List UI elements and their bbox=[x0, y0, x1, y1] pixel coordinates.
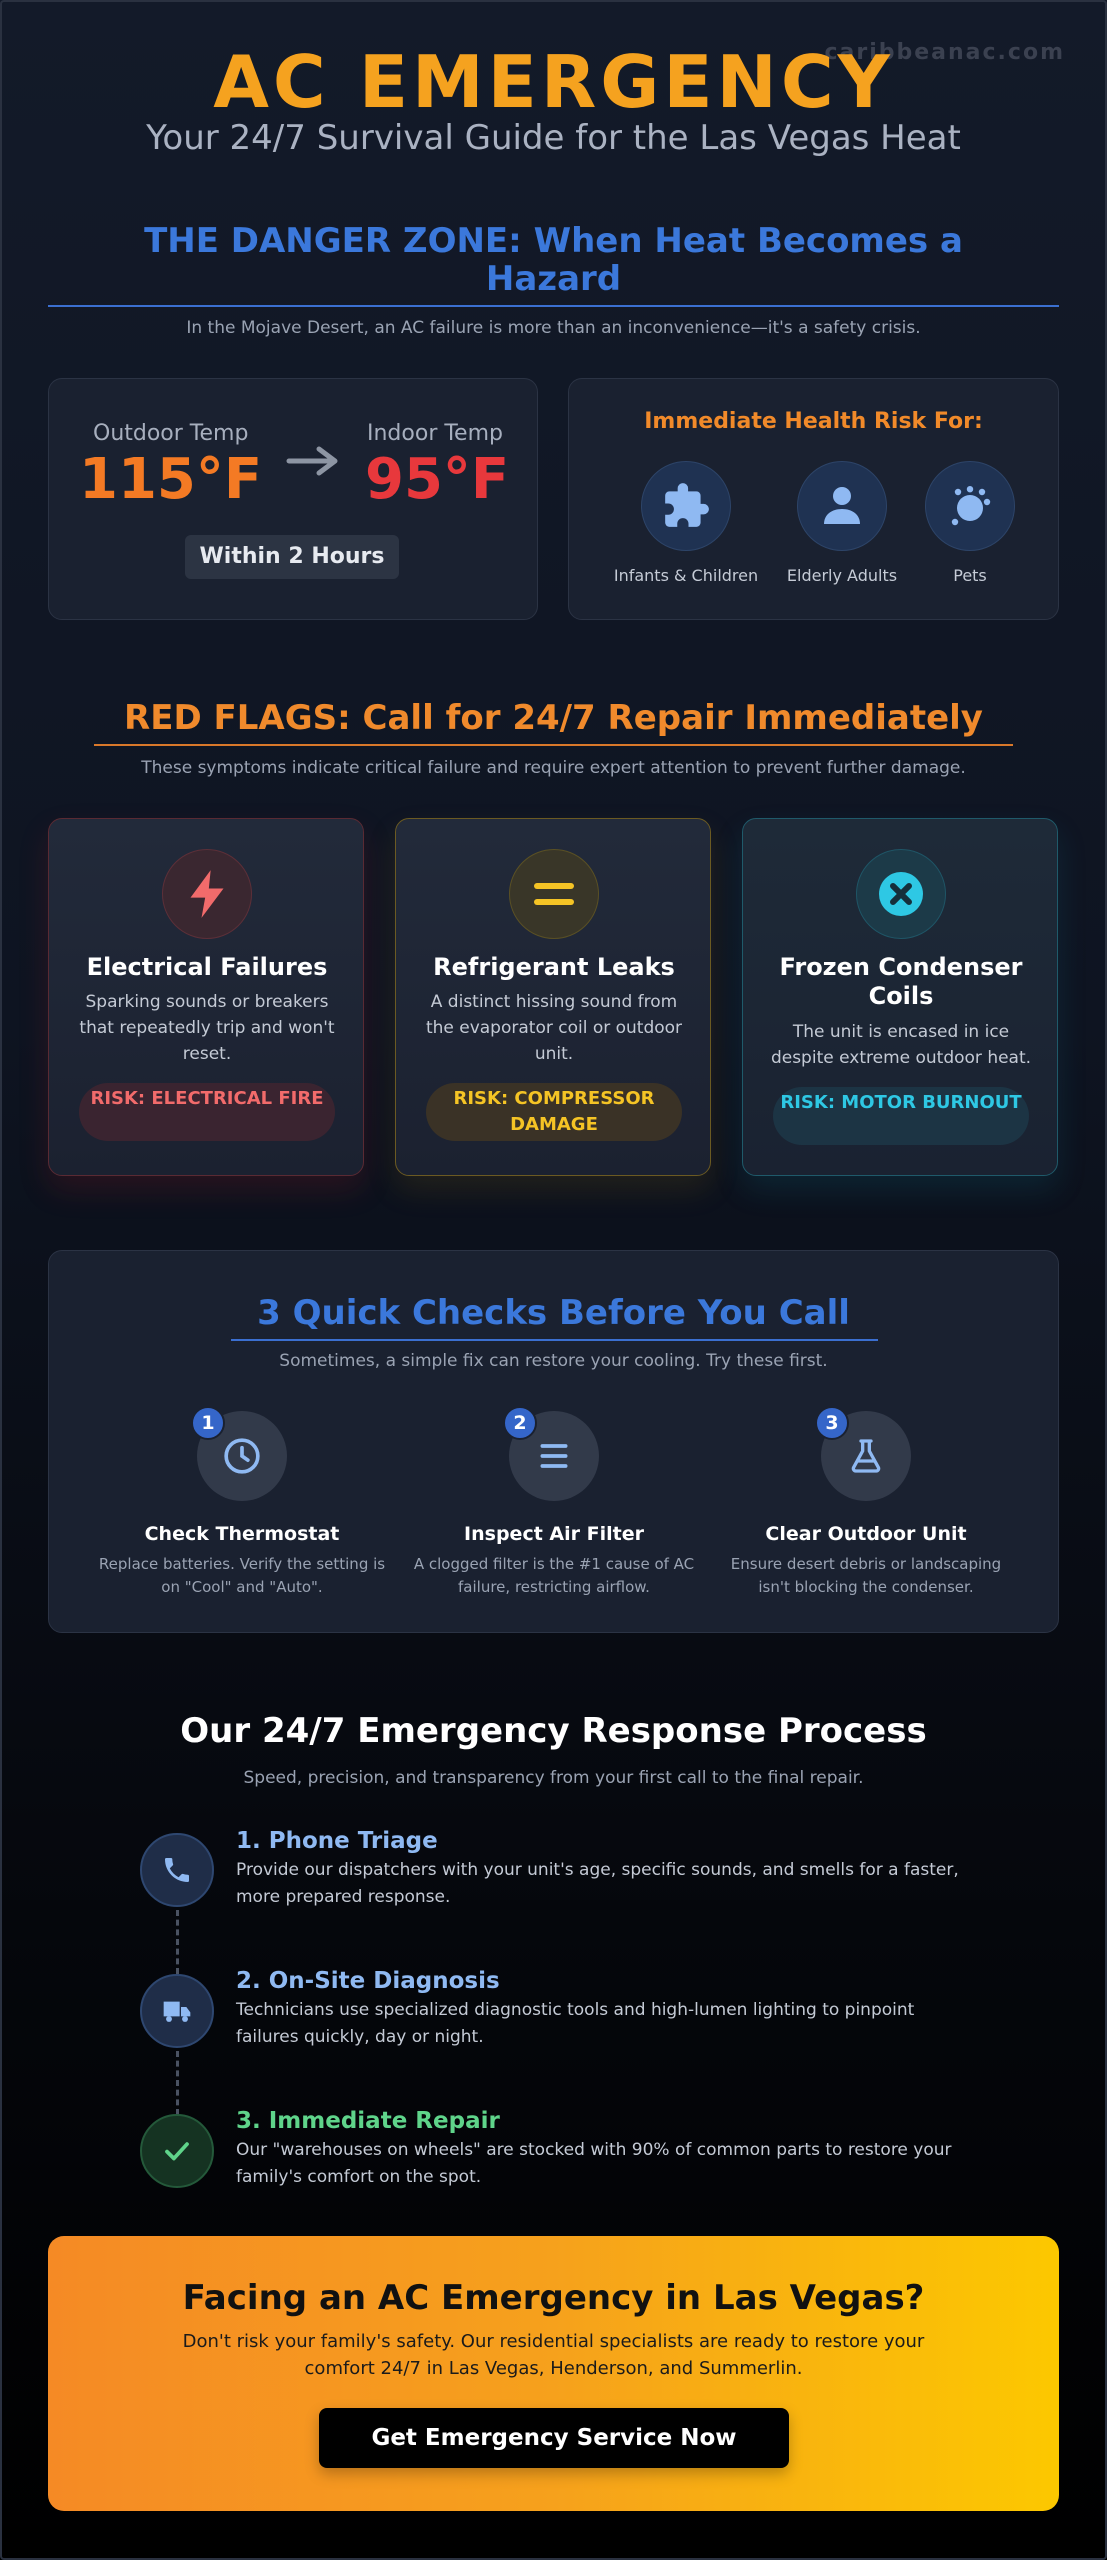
truck-icon bbox=[140, 1974, 214, 2048]
flag-card-refrigerant: Refrigerant Leaks A distinct hissing sou… bbox=[395, 818, 711, 1176]
quick-checks-heading: 3 Quick Checks Before You Call bbox=[257, 1293, 850, 1333]
time-badge: Within 2 Hours bbox=[185, 535, 399, 579]
step-description: Technicians use specialized diagnostic t… bbox=[236, 2000, 915, 2047]
equals-icon bbox=[509, 849, 599, 939]
red-flags-description: These symptoms indicate critical failure… bbox=[141, 758, 966, 778]
emergency-service-button[interactable]: Get Emergency Service Now bbox=[319, 2408, 789, 2468]
indoor-temp-value: 95°F bbox=[365, 447, 510, 512]
danger-divider bbox=[48, 305, 1059, 307]
temperature-card: Outdoor Temp 115°F Indoor Temp 95°F With… bbox=[48, 378, 538, 620]
flag-title: Electrical Failures bbox=[86, 953, 328, 981]
x-circle-icon bbox=[856, 849, 946, 939]
step-title: 2. On-Site Diagnosis bbox=[236, 1968, 500, 1994]
flag-title: Refrigerant Leaks bbox=[433, 953, 675, 981]
red-flags-divider bbox=[94, 744, 1013, 746]
indoor-temp-label: Indoor Temp bbox=[367, 421, 503, 446]
quick-checks-card: 3 Quick Checks Before You Call Sometimes… bbox=[48, 1250, 1059, 1633]
check-description: A clogged filter is the #1 cause of AC f… bbox=[413, 1555, 695, 1596]
flag-card-frozen-coils: Frozen Condenser Coils The unit is encas… bbox=[742, 818, 1058, 1176]
risk-badge: RISK: COMPRESSOR DAMAGE bbox=[426, 1083, 682, 1141]
health-risk-title: Immediate Health Risk For: bbox=[644, 409, 983, 434]
step-title: 1. Phone Triage bbox=[236, 1828, 438, 1854]
cta-description: Don't risk your family's safety. Our res… bbox=[182, 2331, 925, 2379]
check-title: Inspect Air Filter bbox=[464, 1523, 644, 1545]
red-flags-heading: RED FLAGS: Call for 24/7 Repair Immediat… bbox=[124, 698, 983, 738]
cta-title: Facing an AC Emergency in Las Vegas? bbox=[182, 2278, 925, 2318]
step-number-badge: 2 bbox=[503, 1406, 537, 1440]
flag-card-electrical: Electrical Failures Sparking sounds or b… bbox=[48, 818, 364, 1176]
risk-group-label: Pets bbox=[953, 566, 987, 585]
lightning-icon bbox=[162, 849, 252, 939]
flag-description: Sparking sounds or breakers that repeate… bbox=[79, 992, 335, 1064]
cta-banner: Facing an AC Emergency in Las Vegas? Don… bbox=[48, 2236, 1059, 2511]
check-title: Clear Outdoor Unit bbox=[765, 1523, 967, 1545]
watermark: caribbeanac.com bbox=[824, 40, 1065, 65]
outdoor-temp-label: Outdoor Temp bbox=[93, 421, 249, 446]
check-description: Ensure desert debris or landscaping isn'… bbox=[730, 1555, 1002, 1596]
step-description: Provide our dispatchers with your unit's… bbox=[236, 1860, 959, 1907]
quick-checks-description: Sometimes, a simple fix can restore your… bbox=[279, 1351, 828, 1371]
risk-badge: RISK: ELECTRICAL FIRE bbox=[79, 1083, 335, 1141]
check-icon bbox=[140, 2114, 214, 2188]
step-description: Our "warehouses on wheels" are stocked w… bbox=[236, 2140, 952, 2187]
person-icon bbox=[797, 461, 887, 551]
phone-icon bbox=[140, 1833, 214, 1907]
outdoor-temp-value: 115°F bbox=[79, 447, 263, 512]
health-risk-card: Immediate Health Risk For: Infants & Chi… bbox=[568, 378, 1059, 620]
quick-checks-divider bbox=[231, 1339, 878, 1341]
danger-zone-heading: THE DANGER ZONE: When Heat Becomes a Haz… bbox=[144, 221, 963, 299]
flag-description: The unit is encased in ice despite extre… bbox=[770, 1022, 1032, 1068]
check-description: Replace batteries. Verify the setting is… bbox=[98, 1555, 386, 1596]
risk-group-label: Infants & Children bbox=[613, 566, 759, 585]
page-subtitle: Your 24/7 Survival Guide for the Las Veg… bbox=[146, 118, 961, 158]
danger-description: In the Mojave Desert, an AC failure is m… bbox=[186, 318, 921, 338]
puzzle-icon bbox=[641, 461, 731, 551]
process-heading: Our 24/7 Emergency Response Process bbox=[180, 1711, 927, 1751]
step-number-badge: 1 bbox=[191, 1406, 225, 1440]
step-number-badge: 3 bbox=[815, 1406, 849, 1440]
step-title: 3. Immediate Repair bbox=[236, 2108, 500, 2134]
arrow-right-icon bbox=[285, 437, 341, 493]
check-title: Check Thermostat bbox=[144, 1523, 340, 1545]
flag-description: A distinct hissing sound from the evapor… bbox=[425, 992, 683, 1064]
paw-icon bbox=[925, 461, 1015, 551]
risk-group-label: Elderly Adults bbox=[786, 566, 898, 585]
timeline-connector bbox=[176, 1910, 179, 1974]
process-description: Speed, precision, and transparency from … bbox=[243, 1768, 864, 1788]
page-title: AC EMERGENCY bbox=[213, 40, 894, 124]
timeline-connector bbox=[176, 2051, 179, 2115]
flag-title: Frozen Condenser Coils bbox=[779, 953, 1023, 1010]
risk-badge: RISK: MOTOR BURNOUT bbox=[773, 1087, 1029, 1145]
